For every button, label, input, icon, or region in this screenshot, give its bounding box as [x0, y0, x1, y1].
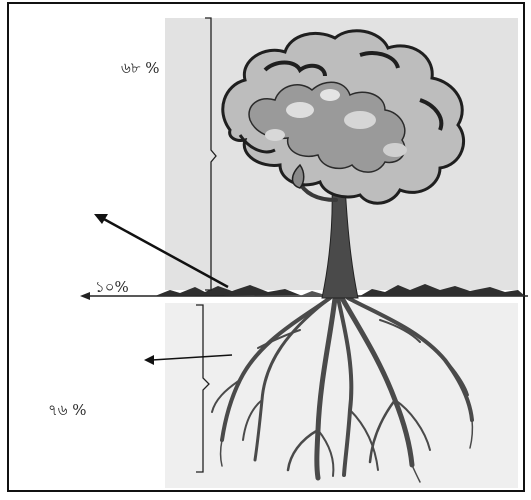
ground-level-percent-label: ১০% — [95, 276, 129, 301]
arrow-left-icon — [80, 292, 90, 300]
root-percent-label: ৭৬ % — [48, 399, 87, 424]
above-ground-percent-label: ৬৮ % — [121, 57, 160, 82]
